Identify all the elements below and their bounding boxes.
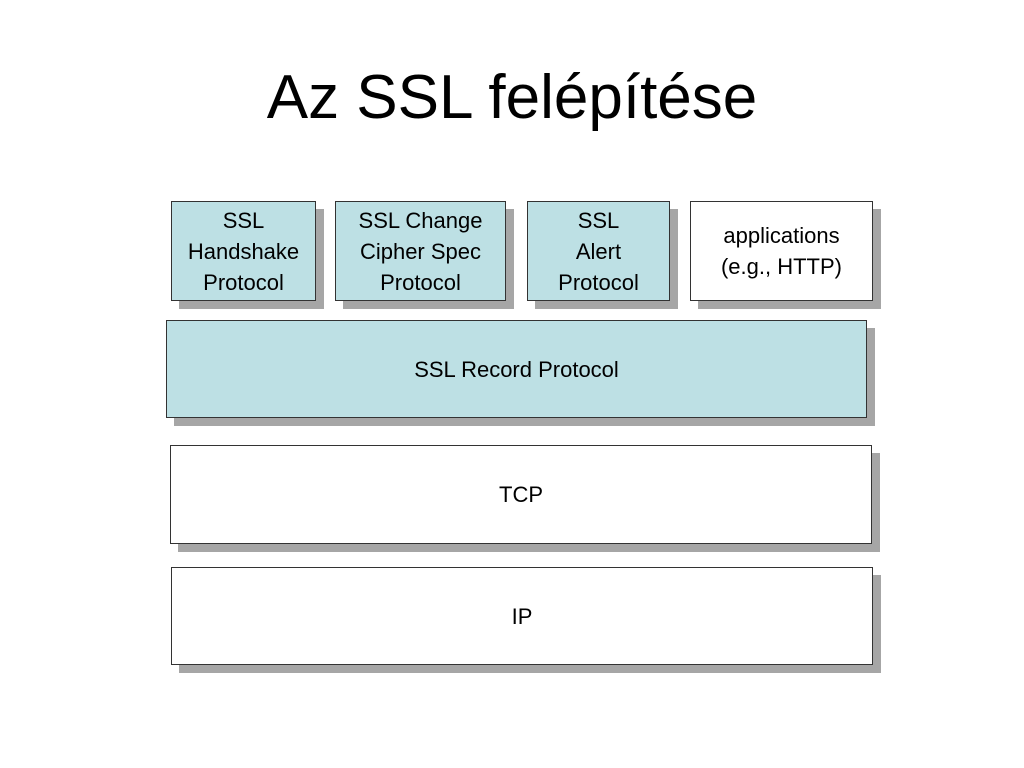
label-line: (e.g., HTTP) (720, 254, 842, 279)
label-line: Cipher Spec (359, 238, 482, 264)
label-line: Protocol (380, 269, 461, 295)
label-line: Handshake (187, 238, 300, 264)
label-line: Alert (575, 238, 622, 264)
slide-title: Az SSL felépítése (266, 63, 758, 132)
ssl-change-cipher-spec-protocol-box: SSL Change Cipher Spec Protocol (335, 201, 506, 301)
applications-box: applications (e.g., HTTP) (690, 201, 873, 301)
ssl-handshake-protocol-box: SSL Handshake Protocol (171, 201, 316, 301)
box-label: IP (511, 603, 533, 629)
label-line: Protocol (203, 269, 284, 295)
box-label: SSL Alert Protocol (558, 205, 639, 298)
label-line: SSL Change (358, 207, 483, 233)
box-label: TCP (499, 482, 543, 507)
ssl-alert-protocol-box: SSL Alert Protocol (527, 201, 670, 301)
box-label: SSL Handshake Protocol (188, 205, 299, 298)
label-line: SSL (577, 207, 620, 233)
box-label: SSL Change Cipher Spec Protocol (359, 205, 483, 298)
box-label: applications (e.g., HTTP) (721, 220, 842, 282)
label-line: applications (723, 223, 840, 248)
ssl-record-protocol-box: SSL Record Protocol (166, 320, 867, 418)
label-line: Protocol (558, 269, 639, 295)
box-label: SSL Record Protocol (414, 356, 619, 382)
ip-box: IP (171, 567, 873, 665)
label-line: SSL (222, 207, 265, 233)
tcp-box: TCP (170, 445, 872, 544)
